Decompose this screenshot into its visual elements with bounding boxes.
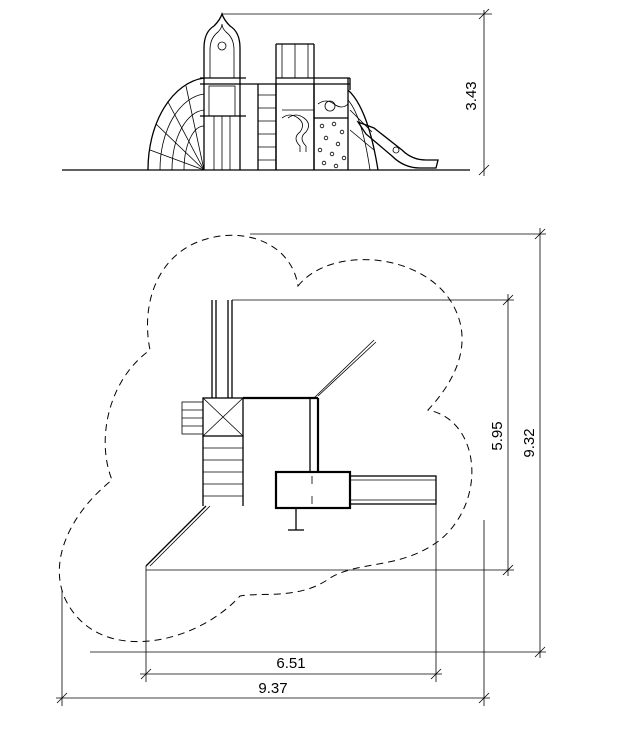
elevation-arch-tower (200, 11, 246, 170)
plan-depth-inner-label: 5.95 (489, 421, 506, 450)
plan-structure (145, 300, 437, 567)
plan-depth-outer-label: 9.32 (521, 428, 538, 457)
plan-width-inner-label: 6.51 (276, 655, 305, 672)
elevation-ladder (246, 83, 277, 170)
plan-post (288, 508, 304, 531)
elevation-rock-wall (313, 78, 349, 170)
plan-depth-inner-dimension: 5.95 (146, 294, 514, 576)
plan-width-outer-label: 9.37 (258, 680, 287, 697)
elevation-dome-slide (347, 78, 439, 171)
elevation-web-climber (147, 77, 205, 171)
plan-slide (349, 475, 437, 505)
elevation-view (62, 11, 470, 171)
plan-width-inner-dimension: 6.51 (140, 504, 442, 682)
plan-view (58, 234, 473, 643)
plan-deck-rect (274, 470, 352, 510)
plan-ladder (202, 436, 244, 506)
plan-width-outer-dimension: 9.37 (56, 520, 490, 706)
elevation-height-dimension: 3.43 (222, 8, 492, 176)
plan-side-steps (181, 401, 204, 435)
safety-zone-outline (58, 234, 473, 643)
elevation-height-label: 3.43 (463, 81, 480, 110)
plan-depth-outer-dimension: 9.32 (90, 228, 546, 658)
